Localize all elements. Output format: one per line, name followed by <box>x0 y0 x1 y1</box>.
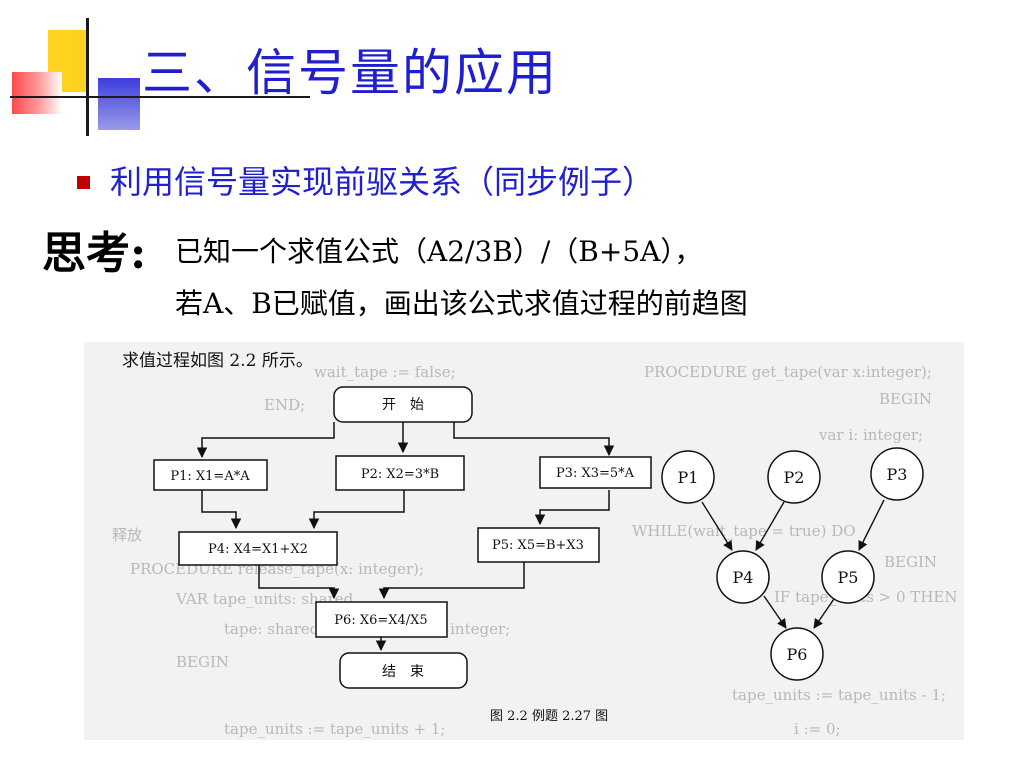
figure-caption-top: 求值过程如图 2.2 所示。 <box>122 351 313 371</box>
graph-node-p1-label: P1 <box>678 468 699 487</box>
graph-node-p1 <box>661 450 715 504</box>
bg-text: tape_units := tape_units + 1; <box>224 720 445 738</box>
flowchart-edges <box>196 422 615 652</box>
graph-node-p6 <box>770 627 824 681</box>
bg-text: var i: integer; <box>818 426 923 444</box>
flow-p2-label: P2: X2=3*B <box>361 467 439 482</box>
flow-start-box <box>333 386 473 423</box>
decor-vertical-line <box>86 18 89 136</box>
bg-text: tape_units := tape_units - 1; <box>732 686 946 704</box>
flow-p3-box <box>539 456 652 489</box>
graph-node-p3 <box>870 447 924 501</box>
graph-node-p4 <box>716 550 770 604</box>
decor-red-square <box>12 72 62 114</box>
figure-caption-bottom: 图 2.2 例题 2.27 图 <box>490 709 608 724</box>
flow-p6-label: P6: X6=X4/X5 <box>334 613 427 628</box>
decor-horizontal-line <box>10 96 310 98</box>
bg-text: BEGIN <box>879 390 932 408</box>
bullet-square-icon <box>77 176 90 189</box>
bg-text: WHILE(wait_tape = true) DO <box>632 522 856 540</box>
bg-text: BEGIN <box>884 553 937 571</box>
graph-nodes <box>661 447 924 681</box>
graph-node-p2 <box>767 450 821 504</box>
bg-text: 释放 <box>112 526 142 544</box>
graph-node-p4-label: P4 <box>733 568 754 587</box>
graph-node-p5-label: P5 <box>838 568 859 587</box>
flow-p4-label: P4: X4=X1+X2 <box>208 542 308 557</box>
graph-node-p5 <box>821 550 875 604</box>
scanned-figure: PROCEDURE get_tape(var x:integer); BEGIN… <box>84 342 964 740</box>
flow-p2-box <box>335 455 465 491</box>
graph-edges <box>701 499 885 629</box>
question-line-2: 若A、B已赋值，画出该公式求值过程的前趋图 <box>175 287 748 320</box>
bg-text: wait_tape := false; <box>314 363 456 381</box>
flow-p4-box <box>178 531 338 566</box>
flow-p1-label: P1: X1=A*A <box>170 469 250 484</box>
graph-node-p6-label: P6 <box>787 645 808 664</box>
bg-text: VAR tape_units: shared <box>175 590 354 608</box>
flow-start-label: 开 始 <box>382 397 424 413</box>
flow-p1-box <box>153 459 268 491</box>
flow-end-box <box>339 652 468 689</box>
think-label: 思考: <box>42 228 147 279</box>
bg-text: BEGIN <box>176 653 229 671</box>
graph-node-p3-label: P3 <box>887 465 908 484</box>
bg-text: PROCEDURE get_tape(var x:integer); <box>644 363 932 381</box>
bg-text: END; <box>264 396 305 414</box>
decor-blue-square <box>98 78 140 130</box>
graph-node-p2-label: P2 <box>784 468 805 487</box>
flow-p3-label: P3: X3=5*A <box>556 466 635 481</box>
flow-p5-box <box>477 527 600 563</box>
question-line-1: 已知一个求值公式（A2/3B）/（B+5A）， <box>175 235 703 268</box>
bullet-text: 利用信号量实现前驱关系（同步例子） <box>110 163 655 201</box>
bg-text: i := 0; <box>794 720 841 738</box>
flow-p5-label: P5: X5=B+X3 <box>492 538 584 553</box>
slide-title: 三、信号量的应用 <box>142 44 558 102</box>
flow-p6-box <box>315 601 448 638</box>
figure-svg: PROCEDURE get_tape(var x:integer); BEGIN… <box>112 351 957 738</box>
flow-end-label: 结 束 <box>382 664 424 680</box>
